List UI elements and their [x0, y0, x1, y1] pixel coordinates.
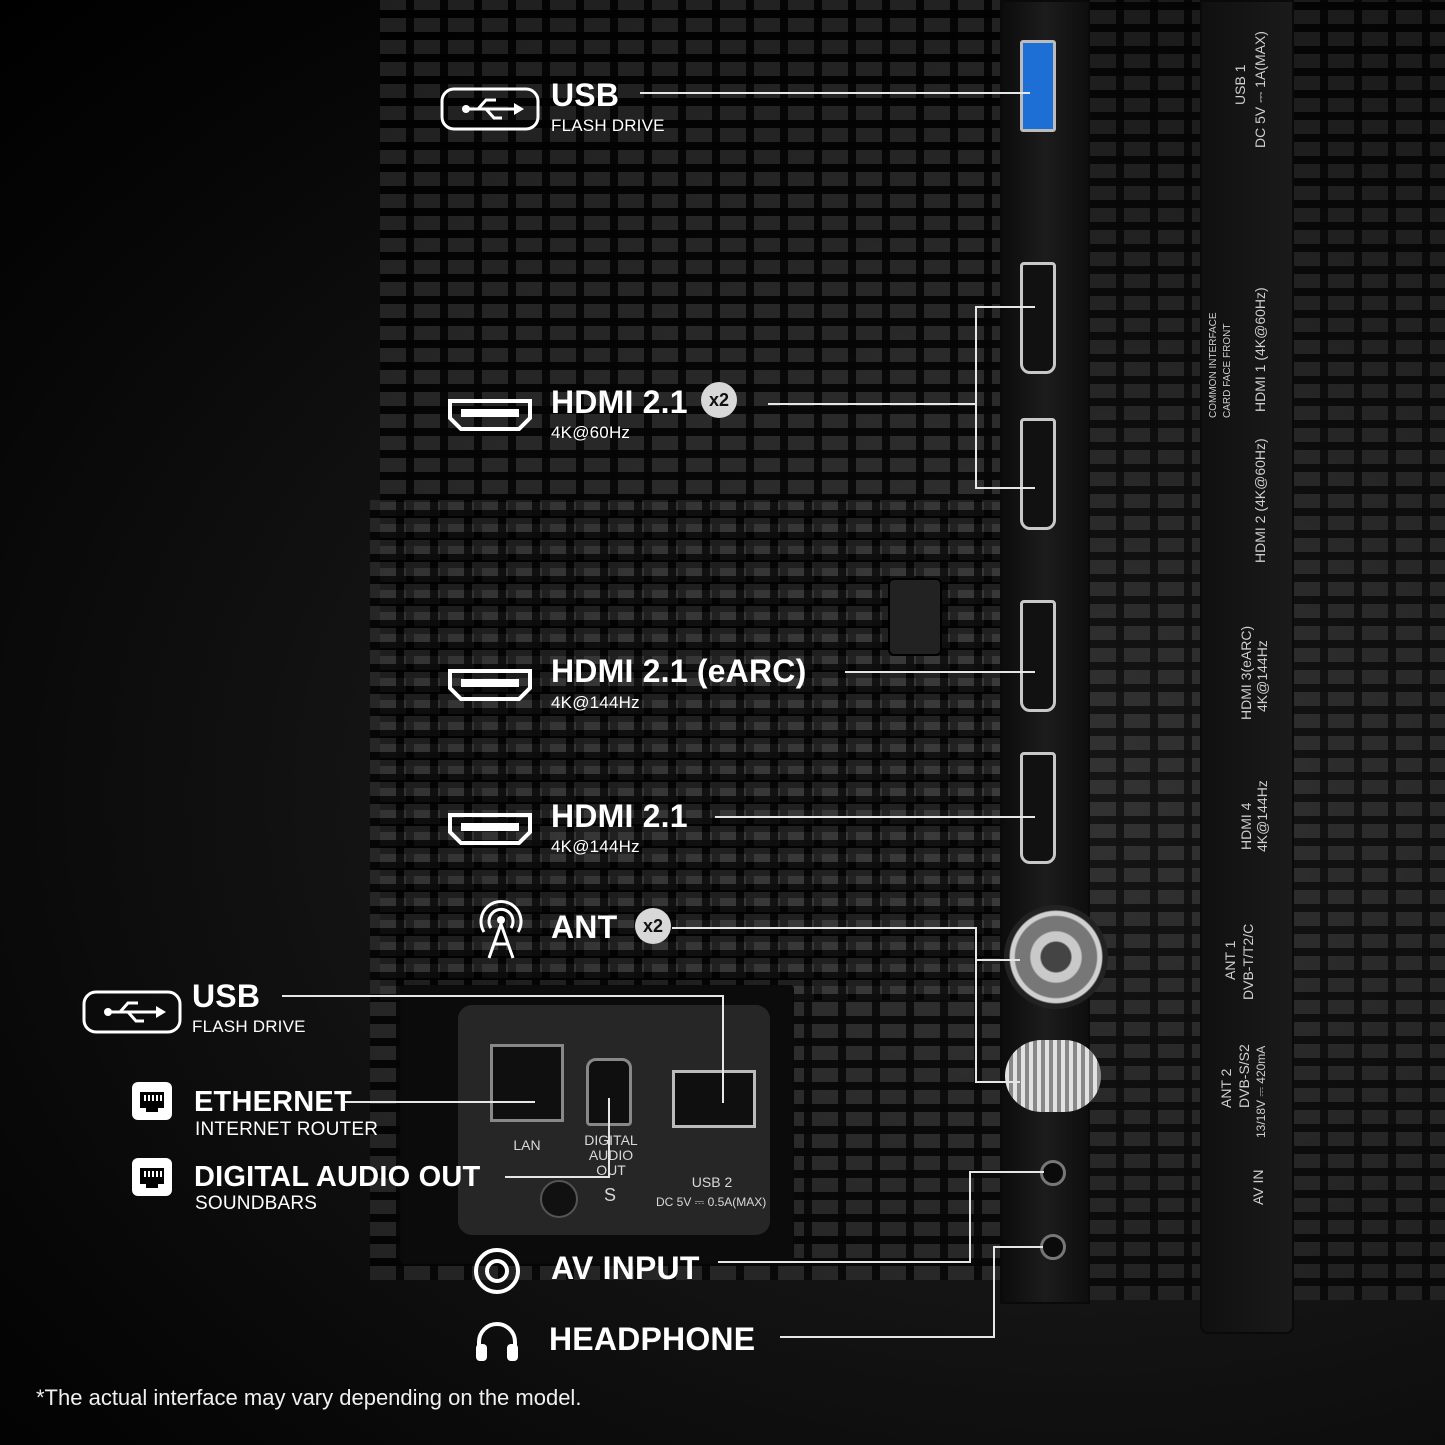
hdmi-icon [448, 669, 532, 701]
plate-hdmi4: HDMI 4 [1238, 802, 1254, 850]
plate-av-in: AV IN [1250, 1169, 1266, 1205]
footnote: *The actual interface may vary depending… [36, 1385, 582, 1410]
hdmi-plain-sub: 4K@144Hz [551, 837, 640, 856]
usb-top-title: USB [551, 77, 620, 113]
antenna-icon [479, 900, 523, 959]
hdmi-earc-title: HDMI 2.1 (eARC) [551, 653, 807, 689]
hdmi-plain-title: HDMI 2.1 [551, 798, 688, 834]
hdmi2-port [1020, 418, 1056, 530]
plate-ant1-std: DVB-T/T2/C [1240, 923, 1256, 1000]
leader-usb-side [282, 995, 724, 997]
leader-ant-a [975, 959, 1020, 961]
plate-screw [540, 1180, 578, 1218]
plate-hdmi1: HDMI 1 (4K@60Hz) [1252, 287, 1268, 412]
leader-digital-audio-vert [608, 1098, 610, 1178]
leader-av-vert [969, 1171, 971, 1263]
digital-audio-sub: SOUNDBARS [195, 1193, 318, 1214]
leader-headphone-h2 [993, 1246, 1043, 1248]
ant1-port [1004, 905, 1108, 1009]
leader-ant [672, 927, 976, 929]
usb2-power-label: DC 5V ⎓ 0.5A(MAX) [656, 1195, 767, 1209]
plate-usb1: USB 1 [1232, 64, 1248, 105]
digital-audio-title: DIGITAL AUDIO OUT [194, 1161, 481, 1193]
av-input-title: AV INPUT [551, 1250, 700, 1286]
leader-usb-top [640, 92, 1030, 94]
ant-title: ANT [551, 909, 618, 945]
leader-headphone [780, 1336, 994, 1338]
hdmi-x2-title: HDMI 2.1 [551, 384, 688, 420]
plate-ant2: ANT 2 [1218, 1068, 1234, 1108]
hdmi3-port [1020, 600, 1056, 712]
usb-side-sub: FLASH DRIVE [192, 1017, 306, 1036]
lan-label: LAN [513, 1137, 541, 1153]
plate-hdmi3: HDMI 3(eARC) [1238, 625, 1254, 720]
leader-usb-side-vert [722, 995, 724, 1103]
headphone-icon [476, 1322, 518, 1361]
ethernet-sub: INTERNET ROUTER [195, 1119, 379, 1140]
leader-ant-b [975, 1081, 1020, 1083]
av-jack [1040, 1160, 1066, 1186]
leader-hdmi-x2 [768, 403, 976, 405]
ethernet-icon [132, 1082, 172, 1120]
usb2-label: USB 2 [691, 1174, 733, 1190]
ant2-port [1005, 1040, 1101, 1112]
usb-side-title: USB [192, 978, 261, 1014]
hdmi-x2-sub: 4K@60Hz [551, 423, 631, 442]
headphone-jack [1040, 1234, 1066, 1260]
leader-digital-audio [505, 1176, 610, 1178]
usb1-port [1020, 40, 1056, 132]
plate-hdmi3-rate: 4K@144Hz [1254, 640, 1270, 712]
leader-hdmi-plain [715, 816, 1035, 818]
lan-port [490, 1044, 564, 1122]
leader-hdmi-x2-a [975, 306, 1035, 308]
usb2-port [672, 1070, 756, 1128]
leader-headphone-vert [993, 1246, 995, 1338]
hdmi-icon [448, 399, 532, 431]
hdmi-icon [448, 813, 532, 845]
ant-badge: x2 [635, 908, 671, 944]
plate-usb1-power: DC 5V ⎓ 1A(MAX) [1252, 31, 1268, 148]
leader-ethernet [345, 1101, 535, 1103]
usb-icon [440, 87, 540, 131]
hdmi4-port [1020, 752, 1056, 864]
plate-ant1: ANT 1 [1222, 940, 1238, 980]
leader-av [718, 1261, 970, 1263]
ethernet-icon [132, 1158, 172, 1196]
plate-ant2-power: 13/18V ⎓ 420mA [1254, 1045, 1268, 1138]
hdmi-x2-badge: x2 [701, 382, 737, 418]
plate-card-face-front: CARD FACE FRONT [1222, 323, 1233, 418]
label-plate [1200, 0, 1294, 1334]
leader-ant-vert [975, 927, 977, 1082]
leader-av-h2 [969, 1171, 1044, 1173]
screw-s-label: S [603, 1185, 616, 1205]
ethernet-title: ETHERNET [194, 1086, 352, 1118]
usb-top-sub: FLASH DRIVE [551, 116, 665, 135]
mount-screw [888, 578, 942, 656]
headphone-title: HEADPHONE [549, 1321, 756, 1357]
leader-hdmi-x2-vert [975, 306, 977, 488]
av-input-icon [474, 1248, 520, 1294]
leader-hdmi-x2-b [975, 487, 1035, 489]
plate-hdmi2: HDMI 2 (4K@60Hz) [1252, 438, 1268, 563]
hdmi-earc-sub: 4K@144Hz [551, 693, 640, 712]
plate-ant2-std: DVB-S/S2 [1236, 1044, 1252, 1108]
hdmi1-port [1020, 262, 1056, 374]
plate-hdmi4-rate: 4K@144Hz [1254, 780, 1270, 852]
digital-audio-out-label: DIGITAL AUDIO OUT [584, 1132, 638, 1178]
usb-icon [82, 990, 182, 1034]
leader-hdmi-earc [845, 671, 1035, 673]
plate-common-interface: COMMON INTERFACE [1208, 312, 1219, 418]
